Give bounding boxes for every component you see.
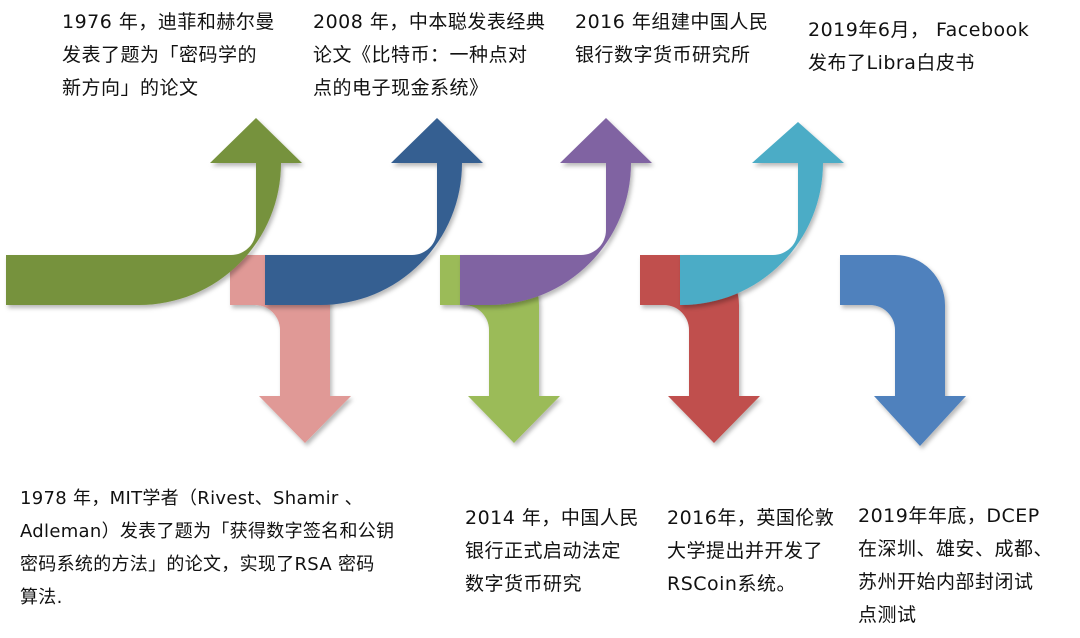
event-2014-caption: 2014 年，中国人民 银行正式启动法定 数字货币研究	[465, 502, 639, 601]
event-2019-libra-caption: 2019年6月， Facebook 发布了Libra白皮书	[808, 14, 1029, 80]
event-1976-line-2: 发表了题为「密码学的	[62, 44, 258, 66]
event-2008-line-2: 论文《比特币：一种点对	[313, 44, 528, 66]
event-2016-rscoin-line-1: 2016年，英国伦敦	[667, 507, 835, 529]
event-1976-caption: 1976 年，迪菲和赫尔曼 发表了题为「密码学的 新方向」的论文	[62, 6, 275, 105]
event-1978-line-3: 密码系统的方法」的论文，实现了RSA 密码	[20, 554, 375, 575]
event-2019-dcep-line-4: 点测试	[858, 604, 917, 626]
event-1978-line-1: 1978 年，MIT学者（Rivest、Shamir 、	[20, 488, 363, 509]
event-1976-line-1: 1976 年，迪菲和赫尔曼	[62, 11, 275, 33]
event-2008-line-3: 点的电子现金系统》	[313, 77, 489, 99]
event-2016-rscoin-line-2: 大学提出并开发了	[667, 540, 824, 562]
arrow-2019-libra	[680, 122, 844, 305]
event-2008-line-1: 2008 年，中本聪发表经典	[313, 11, 546, 33]
arrow-2016-pboc	[460, 118, 652, 305]
event-2016-pboc-line-2: 银行数字货币研究所	[575, 44, 751, 66]
event-2016-rscoin-line-3: RSCoin系统。	[667, 573, 796, 595]
event-2008-caption: 2008 年，中本聪发表经典 论文《比特币：一种点对 点的电子现金系统》	[313, 6, 545, 105]
event-2014-line-3: 数字货币研究	[465, 573, 583, 595]
event-2016-pboc-line-1: 2016 年组建中国人民	[575, 11, 769, 33]
event-1978-line-2: Adleman）发表了题为「获得数字签名和公钥	[20, 521, 395, 542]
event-2019-dcep-line-2: 在深圳、雄安、成都、	[858, 538, 1054, 560]
event-2016-pboc-caption: 2016 年组建中国人民 银行数字货币研究所	[575, 6, 768, 72]
arrow-2019-dcep	[840, 255, 966, 446]
event-1976-line-3: 新方向」的论文	[62, 77, 199, 99]
event-1978-line-4: 算法.	[20, 587, 63, 608]
arrow-2008	[265, 118, 483, 305]
arrow-1976	[6, 118, 302, 305]
arrow-2016-rscoin	[640, 255, 760, 443]
event-2019-libra-line-1: 2019年6月， Facebook	[808, 19, 1030, 41]
event-2014-line-2: 银行正式启动法定	[465, 540, 622, 562]
event-2019-dcep-line-3: 苏州开始内部封闭试	[858, 571, 1034, 593]
event-2016-rscoin-caption: 2016年，英国伦敦 大学提出并开发了 RSCoin系统。	[667, 502, 834, 601]
event-2019-dcep-caption: 2019年年底，DCEP 在深圳、雄安、成都、 苏州开始内部封闭试 点测试	[858, 500, 1053, 632]
event-2019-libra-line-2: 发布了Libra白皮书	[808, 52, 975, 74]
event-2014-line-1: 2014 年，中国人民	[465, 507, 639, 529]
event-2019-dcep-line-1: 2019年年底，DCEP	[858, 505, 1040, 527]
event-1978-caption: 1978 年，MIT学者（Rivest、Shamir 、 Adleman）发表了…	[20, 482, 394, 614]
